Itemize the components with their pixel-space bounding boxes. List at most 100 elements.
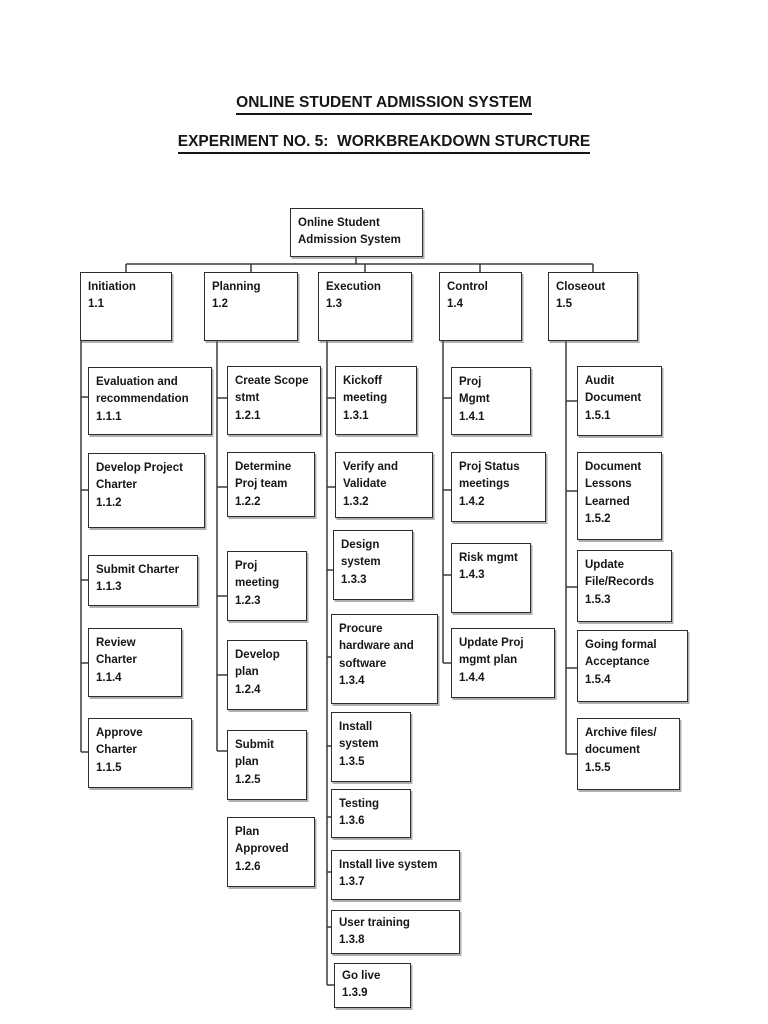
node-code: 1.1.5 bbox=[96, 761, 122, 774]
node-code: 1.4.3 bbox=[459, 569, 485, 582]
node-code: 1.1 bbox=[88, 298, 104, 311]
node-code: 1.2.1 bbox=[235, 409, 261, 422]
wbs-node-1-1-3: Submit Charter 1.1.3 bbox=[88, 555, 198, 606]
wbs-node-1-3-8: User training 1.3.8 bbox=[331, 910, 460, 954]
node-label: Verify and Validate bbox=[343, 461, 402, 491]
node-label: Evaluation and recommendation bbox=[96, 376, 189, 406]
document-title: ONLINE STUDENT ADMISSION SYSTEM bbox=[0, 94, 768, 115]
node-label: Create Scope stmt bbox=[235, 375, 312, 405]
wbs-node-1-2: Planning 1.2 bbox=[204, 272, 298, 341]
wbs-node-1-2-2: Determine Proj team 1.2.2 bbox=[227, 452, 315, 517]
node-label: Closeout bbox=[556, 281, 606, 293]
node-code: 1.4 bbox=[447, 298, 463, 311]
node-code: 1.5.4 bbox=[585, 673, 611, 686]
wbs-node-1-5-1: Audit Document 1.5.1 bbox=[577, 366, 662, 436]
node-code: 1.4.2 bbox=[459, 495, 485, 508]
node-label: Online Student Admission System bbox=[298, 217, 401, 247]
node-label: Design system bbox=[341, 539, 383, 569]
node-label: Document Lessons Learned bbox=[585, 461, 645, 508]
node-label: Testing bbox=[339, 798, 380, 810]
wbs-node-1-5: Closeout 1.5 bbox=[548, 272, 638, 341]
node-code: 1.3.3 bbox=[341, 573, 367, 586]
wbs-node-1-3-9: Go live 1.3.9 bbox=[334, 963, 411, 1008]
node-label: Plan Approved bbox=[235, 826, 289, 856]
node-label: Update File/Records bbox=[585, 559, 655, 589]
wbs-node-1-5-4: Going formal Acceptance 1.5.4 bbox=[577, 630, 688, 702]
node-code: 1.3.8 bbox=[339, 934, 365, 947]
node-code: 1.1.2 bbox=[96, 496, 122, 509]
node-label: Install system bbox=[339, 721, 379, 751]
document-subtitle: EXPERIMENT NO. 5: WORKBREAKDOWN STURCTUR… bbox=[0, 133, 768, 154]
wbs-node-1-1-5: Approve Charter 1.1.5 bbox=[88, 718, 192, 788]
node-label: Submit plan bbox=[235, 739, 278, 769]
node-label: Kickoff meeting bbox=[343, 375, 388, 405]
wbs-node-1-1: Initiation 1.1 bbox=[80, 272, 172, 341]
wbs-node-1-2-3: Proj meeting 1.2.3 bbox=[227, 551, 307, 621]
node-code: 1.3.5 bbox=[339, 755, 365, 768]
wbs-root-node: Online Student Admission System bbox=[290, 208, 423, 257]
node-code: 1.5.1 bbox=[585, 409, 611, 422]
node-label: Archive files/ document bbox=[585, 727, 660, 757]
wbs-node-1-1-2: Develop Project Charter 1.1.2 bbox=[88, 453, 205, 528]
node-label: Risk mgmt bbox=[459, 552, 518, 564]
wbs-node-1-3-6: Testing 1.3.6 bbox=[331, 789, 411, 838]
node-code: 1.1.3 bbox=[96, 581, 122, 594]
wbs-node-1-4-2: Proj Status meetings 1.4.2 bbox=[451, 452, 546, 522]
node-label: Initiation bbox=[88, 281, 136, 293]
node-code: 1.4.4 bbox=[459, 671, 485, 684]
wbs-node-1-3-7: Install live system 1.3.7 bbox=[331, 850, 460, 900]
node-code: 1.2.2 bbox=[235, 495, 261, 508]
node-label: Planning bbox=[212, 281, 261, 293]
node-label: Execution bbox=[326, 281, 381, 293]
wbs-node-1-3: Execution 1.3 bbox=[318, 272, 412, 341]
node-label: Proj Mgmt bbox=[459, 376, 490, 406]
node-label: Review Charter bbox=[96, 637, 139, 667]
node-code: 1.3.4 bbox=[339, 674, 365, 687]
wbs-node-1-1-4: Review Charter 1.1.4 bbox=[88, 628, 182, 697]
wbs-node-1-4: Control 1.4 bbox=[439, 272, 522, 341]
node-label: Audit Document bbox=[585, 375, 642, 405]
node-code: 1.3.2 bbox=[343, 495, 369, 508]
node-label: Proj meeting bbox=[235, 560, 280, 590]
node-label: Procure hardware and software bbox=[339, 623, 417, 670]
wbs-node-1-4-3: Risk mgmt 1.4.3 bbox=[451, 543, 531, 613]
wbs-node-1-2-6: Plan Approved 1.2.6 bbox=[227, 817, 315, 887]
node-code: 1.5 bbox=[556, 298, 572, 311]
node-code: 1.4.1 bbox=[459, 410, 485, 423]
wbs-node-1-4-4: Update Proj mgmt plan 1.4.4 bbox=[451, 628, 555, 698]
node-label: Update Proj mgmt plan bbox=[459, 637, 527, 667]
wbs-node-1-1-1: Evaluation and recommendation 1.1.1 bbox=[88, 367, 212, 435]
node-code: 1.2.4 bbox=[235, 683, 261, 696]
node-code: 1.3.9 bbox=[342, 987, 368, 1000]
node-code: 1.2.6 bbox=[235, 860, 261, 873]
wbs-node-1-3-2: Verify and Validate 1.3.2 bbox=[335, 452, 433, 518]
wbs-node-1-5-2: Document Lessons Learned 1.5.2 bbox=[577, 452, 662, 540]
wbs-node-1-4-1: Proj Mgmt 1.4.1 bbox=[451, 367, 531, 435]
wbs-node-1-3-3: Design system 1.3.3 bbox=[333, 530, 413, 600]
node-code: 1.5.3 bbox=[585, 593, 611, 606]
wbs-node-1-5-3: Update File/Records 1.5.3 bbox=[577, 550, 672, 622]
node-label: Develop plan bbox=[235, 649, 283, 679]
node-code: 1.3.6 bbox=[339, 815, 365, 828]
node-code: 1.5.2 bbox=[585, 512, 611, 525]
node-label: Approve Charter bbox=[96, 727, 146, 757]
node-label: Determine Proj team bbox=[235, 461, 295, 491]
node-code: 1.3.7 bbox=[339, 876, 365, 889]
node-code: 1.2 bbox=[212, 298, 228, 311]
node-label: Going formal Acceptance bbox=[585, 639, 660, 669]
node-code: 1.1.1 bbox=[96, 410, 122, 423]
node-label: Submit Charter bbox=[96, 564, 180, 576]
node-code: 1.1.4 bbox=[96, 671, 122, 684]
node-code: 1.3.1 bbox=[343, 409, 369, 422]
wbs-node-1-2-5: Submit plan 1.2.5 bbox=[227, 730, 307, 800]
wbs-node-1-3-5: Install system 1.3.5 bbox=[331, 712, 411, 782]
wbs-node-1-3-1: Kickoff meeting 1.3.1 bbox=[335, 366, 417, 435]
node-label: Control bbox=[447, 281, 488, 293]
wbs-node-1-3-4: Procure hardware and software 1.3.4 bbox=[331, 614, 438, 704]
node-label: Install live system bbox=[339, 859, 438, 871]
node-code: 1.2.5 bbox=[235, 773, 261, 786]
node-code: 1.2.3 bbox=[235, 594, 261, 607]
node-label: User training bbox=[339, 917, 410, 929]
node-label: Develop Project Charter bbox=[96, 462, 187, 492]
node-code: 1.3 bbox=[326, 298, 342, 311]
